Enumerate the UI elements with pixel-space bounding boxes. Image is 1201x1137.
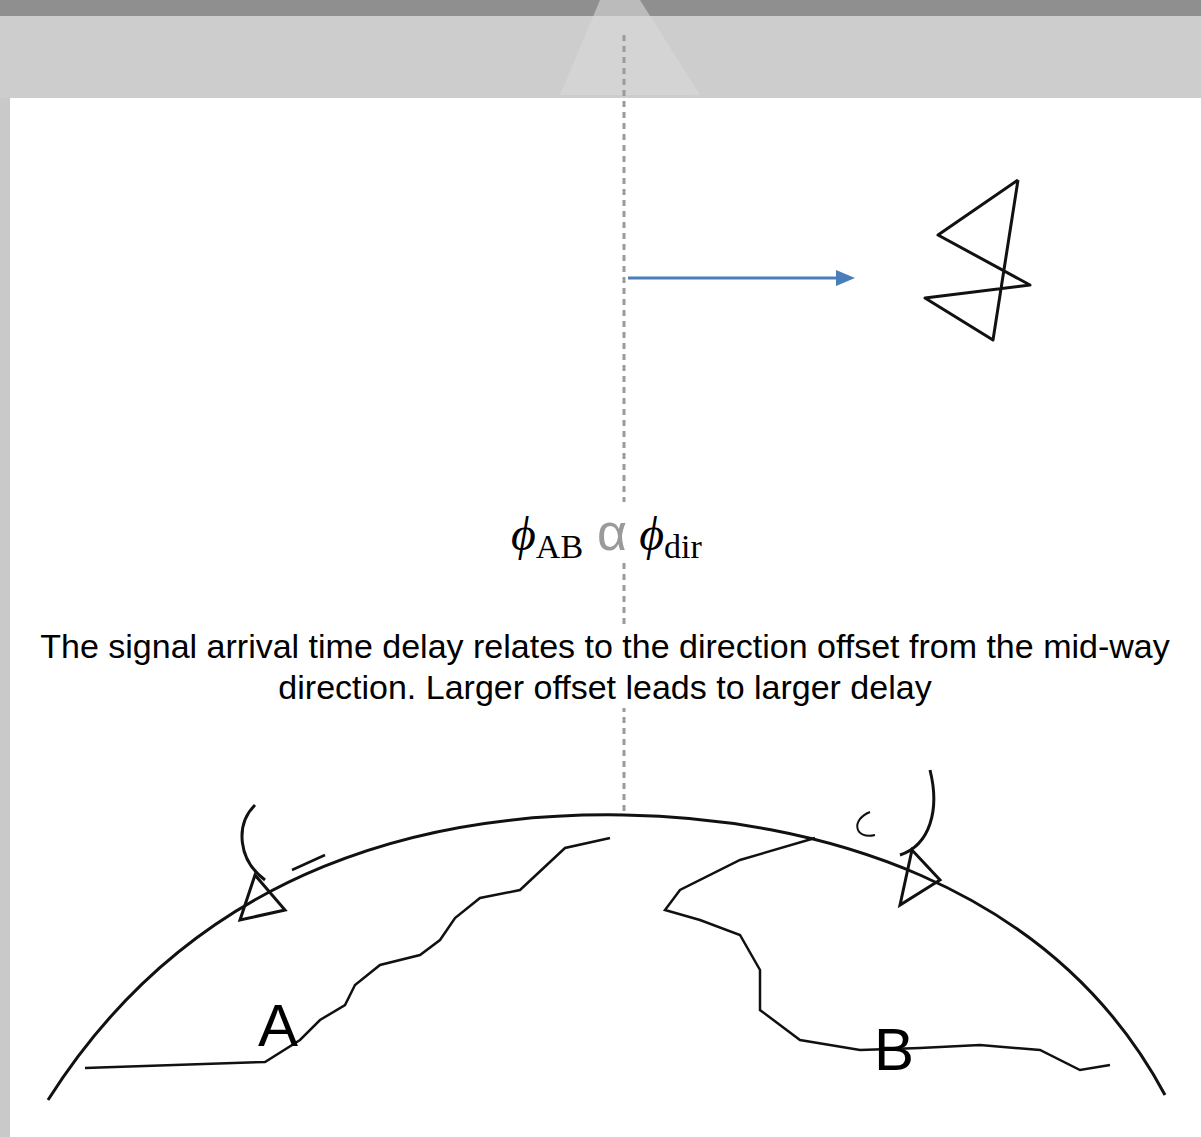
- proportional-symbol: α: [597, 502, 627, 562]
- arrowhead: [836, 270, 855, 286]
- telescope-dish: [242, 805, 265, 880]
- subscript: AB: [536, 528, 583, 566]
- telescope-watermark: [560, 0, 700, 95]
- formula: ϕABαϕdir: [505, 502, 708, 562]
- offset-arrow: [628, 277, 838, 280]
- continent: [292, 855, 325, 870]
- continent: [85, 838, 610, 1068]
- telescope-mount: [240, 875, 285, 920]
- station-label: B: [874, 1020, 914, 1080]
- earth-outline: [48, 815, 1165, 1100]
- caption-note: The signal arrival time delay relates to…: [20, 626, 1190, 708]
- subscript: dir: [664, 528, 702, 566]
- telescope-dish: [900, 770, 934, 855]
- station-label: A: [258, 996, 298, 1056]
- panel: [10, 98, 1201, 1137]
- telescope-detail: [857, 812, 875, 836]
- phase-symbol: ϕ: [639, 506, 664, 561]
- telescope-mount: [900, 850, 940, 905]
- phase-symbol: ϕ: [511, 506, 536, 561]
- star: [925, 180, 1030, 340]
